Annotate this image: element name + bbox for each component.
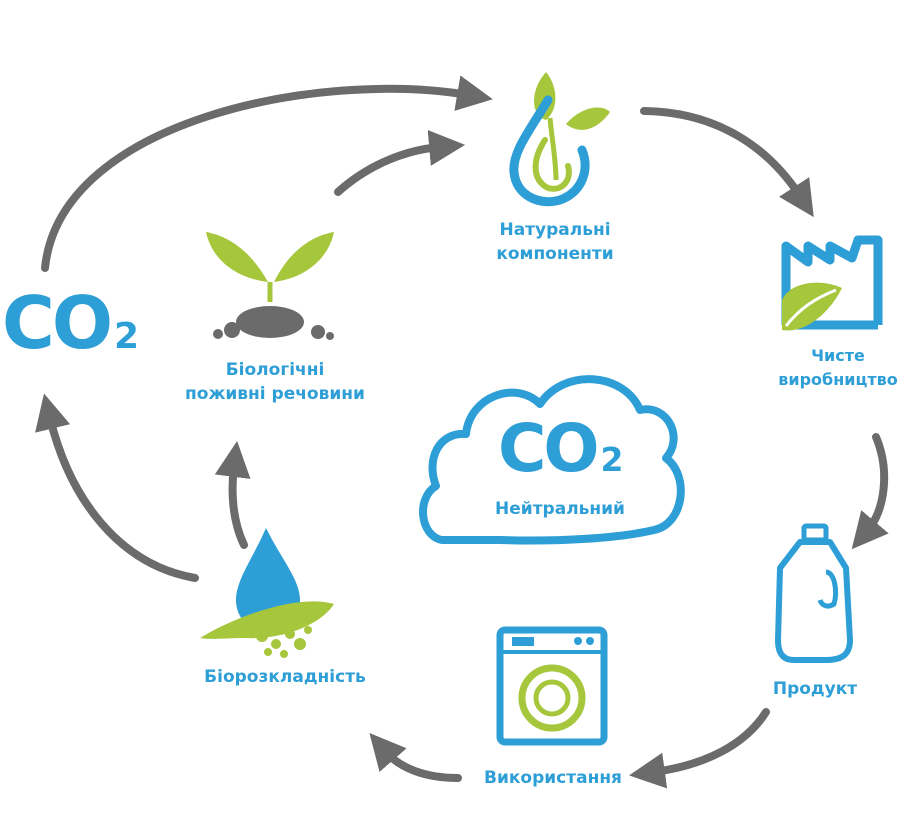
arrow-biodeg-to-co2 bbox=[35, 393, 199, 582]
usage-label: Використання bbox=[484, 768, 622, 788]
sprout-water-drop-icon bbox=[509, 72, 610, 207]
seedling-soil-icon bbox=[206, 232, 334, 340]
factory-leaf-icon bbox=[781, 235, 883, 331]
bio-nutrients-line2: поживні речовини bbox=[185, 384, 365, 404]
clean-production-label: Чисте виробництво bbox=[760, 344, 916, 392]
co2-main: CO bbox=[2, 281, 113, 365]
bottle-icon bbox=[775, 523, 853, 663]
clean-production-line2: виробництво bbox=[778, 370, 898, 389]
natural-components-line1: Натуральні bbox=[499, 220, 611, 240]
clean-production-line1: Чисте bbox=[811, 346, 865, 365]
arrow-co2-to-natural bbox=[41, 75, 493, 272]
cloud-icon bbox=[419, 375, 685, 545]
natural-components-line2: компоненти bbox=[496, 244, 614, 264]
washing-machine-icon bbox=[496, 626, 608, 746]
natural-components-label: Натуральні компоненти bbox=[470, 218, 640, 266]
bio-nutrients-line1: Біологічні bbox=[225, 360, 325, 380]
cloud-co2-main: CO bbox=[498, 410, 600, 487]
arrow-usage-to-biodeg bbox=[369, 733, 462, 782]
arrow-natural-to-production bbox=[640, 107, 814, 218]
arrow-product-to-usage bbox=[629, 708, 770, 789]
biodegradability-label: Біорозкладність bbox=[204, 667, 366, 687]
bio-nutrients-label: Біологічні поживні речовини bbox=[165, 358, 385, 406]
drop-soil-icon bbox=[200, 528, 334, 658]
cloud-co2-subscript: 2 bbox=[600, 440, 624, 479]
neutral-label: Нейтральний bbox=[495, 499, 625, 519]
arrow-production-to-product bbox=[851, 433, 889, 550]
arrow-biodeg-to-bio bbox=[214, 440, 251, 549]
co2-subscript: 2 bbox=[114, 316, 140, 357]
product-label: Продукт bbox=[772, 679, 858, 699]
arrow-bio-to-natural bbox=[334, 129, 466, 196]
